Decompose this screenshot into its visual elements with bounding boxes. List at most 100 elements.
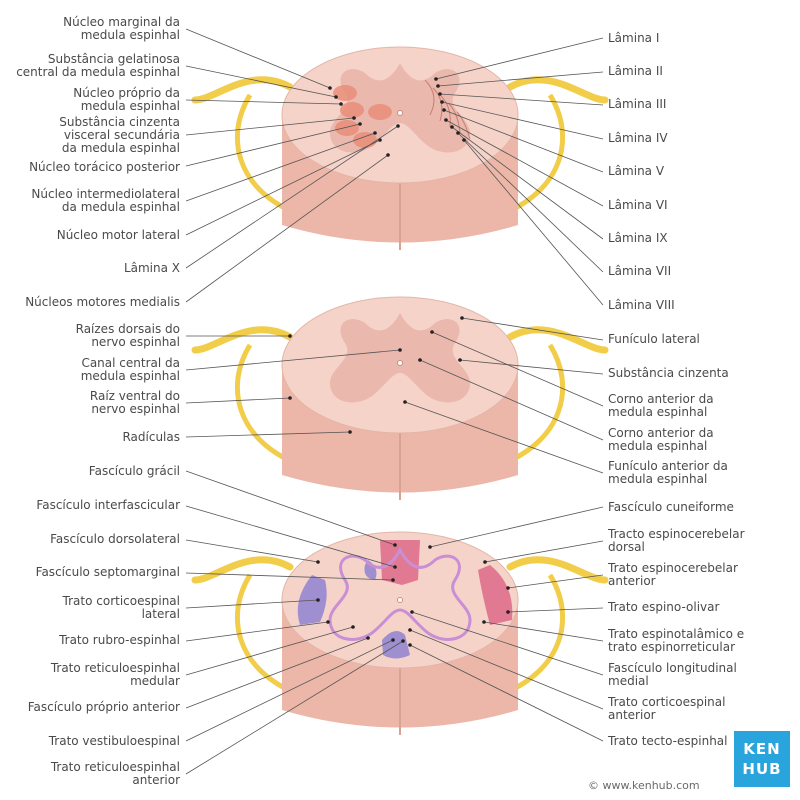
leader-dot [456, 131, 460, 135]
label-trato-rubro-espinhal: Trato rubro-espinhal [59, 633, 180, 647]
leader-line [507, 607, 604, 613]
label-radiculas: Radículas [122, 430, 180, 444]
s1-nucleus [333, 85, 357, 101]
label-substancia-cinzenta: Substância cinzenta [608, 366, 729, 380]
leader-line [185, 349, 401, 371]
label-lamina-x: Lâmina X [123, 261, 180, 275]
leader-line [409, 629, 604, 710]
leader-line [185, 117, 355, 136]
leader-dot [403, 400, 407, 404]
label-nucleo-toracico: Núcleo torácico posterior [29, 160, 180, 174]
label-lamina-v: Lâmina V [608, 164, 665, 178]
s1-lamina-boundary [448, 103, 461, 134]
leader-line [185, 28, 331, 89]
leader-line [185, 637, 369, 709]
leader-dot [316, 598, 320, 602]
label-funiculo-lateral: Funículo lateral [608, 332, 700, 346]
leader-dot [288, 334, 292, 338]
leader-dot [398, 348, 402, 352]
leader-line [443, 109, 604, 173]
label-nucleo-motor-lateral: Núcleo motor lateral [56, 228, 180, 242]
s3-anterior-descending-tracts [382, 631, 410, 659]
s2-grey-matter [330, 313, 470, 403]
leader-dot [328, 86, 332, 90]
s2-central-canal [397, 360, 403, 366]
s2-ventral-root-right [499, 343, 565, 468]
label-lamina-iv: Lâmina IV [608, 131, 668, 145]
label-lamina-ii: Lâmina II [608, 64, 663, 78]
s1-nucleus [368, 104, 392, 120]
leader-dot [358, 122, 362, 126]
leader-dot [440, 100, 444, 104]
leader-dot [288, 396, 292, 400]
label-trato-reticuloespinhal-anterior: Trato reticuloespinhal anterior [50, 760, 180, 787]
leader-dot [373, 131, 377, 135]
leader-line [437, 71, 604, 87]
leader-line [185, 640, 404, 775]
label-nucleo-proprio: Núcleo próprio da medula espinhal [73, 86, 180, 113]
s2-dorsal-root-left [191, 326, 294, 354]
label-substancia-cinzenta-visceral: Substância cinzenta visceral secundária … [59, 115, 180, 155]
label-trato-espinocerebelar-anterior: Trato espinocerebelar anterior [608, 561, 738, 588]
leader-line [507, 574, 604, 589]
s3-central-canal [397, 597, 403, 603]
leader-line [185, 599, 319, 609]
leader-dot [393, 565, 397, 569]
leader-line [461, 317, 604, 341]
s3-dorsal-root-left [191, 556, 294, 584]
leader-line [431, 331, 604, 407]
label-lamina-viii: Lâmina VIII [608, 298, 675, 312]
label-substancia-gelatinosa: Substância gelatinosa central da medula … [16, 52, 180, 79]
leader-line [185, 99, 342, 105]
label-lamina-iii: Lâmina III [608, 97, 667, 111]
s1-grey-matter [330, 63, 470, 153]
leader-dot [348, 430, 352, 434]
label-trato-vestibuloespinal: Trato vestibuloespinal [48, 734, 180, 748]
logo-line-2: HUB [742, 760, 782, 778]
leader-dot [450, 125, 454, 129]
leader-line [483, 621, 604, 642]
s1-ventral-root-right [499, 93, 565, 218]
label-lamina-i: Lâmina I [608, 31, 660, 45]
label-canal-central: Canal central da medula espinhal [80, 356, 180, 383]
leader-line [185, 621, 329, 642]
leader-dot [391, 578, 395, 582]
label-fasciculo-dorsolateral: Fascículo dorsolateral [50, 532, 180, 546]
leader-dot [460, 316, 464, 320]
leader-line [185, 539, 319, 563]
leader-line [185, 65, 337, 98]
logo-line-1: KEN [743, 740, 781, 758]
leader-dot [408, 643, 412, 647]
s1-lamina-boundary [440, 95, 451, 128]
leader-line [463, 139, 604, 306]
label-trato-corticoespinal-lateral: Trato corticoespinal lateral [62, 594, 180, 621]
leader-dot [334, 95, 338, 99]
leader-line [439, 93, 604, 106]
leader-dot [434, 77, 438, 81]
s3-spinocerebellar-tract [478, 565, 513, 625]
leader-dot [316, 560, 320, 564]
leader-line [459, 359, 604, 375]
leader-line [185, 154, 389, 303]
label-fasciculo-interfascicular: Fascículo interfascicular [36, 498, 180, 512]
label-nucleo-intermediolateral: Núcleo intermediolateral da medula espin… [31, 187, 180, 214]
leader-dot [506, 610, 510, 614]
label-nucleo-marginal: Núcleo marginal da medula espinhal [63, 15, 180, 42]
leader-line [185, 639, 394, 742]
label-fasciculo-proprio-anterior: Fascículo próprio anterior [27, 700, 180, 714]
leader-line [185, 505, 396, 568]
leader-line [441, 101, 604, 140]
s3-ventral-root-right [499, 573, 565, 698]
label-trato-reticuloespinhal-medular: Trato reticuloespinhal medular [50, 661, 180, 688]
leader-line [185, 397, 291, 404]
s1-dorsal-root-left [191, 76, 294, 104]
leader-dot [458, 358, 462, 362]
leader-line [484, 540, 604, 563]
s1-nucleus [335, 120, 359, 136]
label-corno-anterior-2: Corno anterior da medula espinhal [608, 426, 714, 453]
leader-dot [366, 636, 370, 640]
leader-line [185, 572, 394, 581]
s3-dorsal-root-right [506, 556, 609, 584]
